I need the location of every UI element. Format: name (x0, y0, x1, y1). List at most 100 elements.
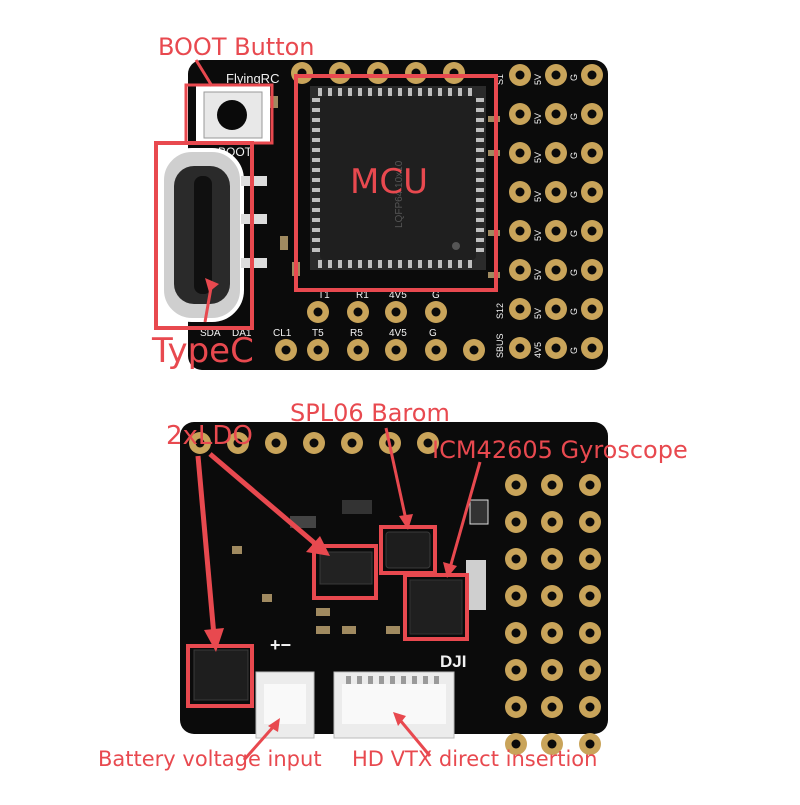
pad-hole (547, 702, 557, 712)
pad (505, 733, 527, 755)
pad-hole (587, 148, 597, 158)
pad (443, 62, 465, 84)
pad (189, 432, 211, 454)
pad-hole (547, 591, 557, 601)
mcu-pin (328, 260, 332, 268)
mcu-pin (448, 260, 452, 268)
pad-hole (423, 438, 433, 448)
mcu-pin (348, 260, 352, 268)
typec-arrow (203, 278, 219, 323)
silk-bottom-label: T1 (318, 290, 330, 301)
top-board-pads (275, 62, 603, 361)
pad-hole (585, 591, 595, 601)
pad (509, 103, 531, 125)
mcu-pin (312, 208, 320, 212)
vtx-pin (346, 676, 351, 684)
pad (541, 474, 563, 496)
pad-hole (551, 304, 561, 314)
pad-hole (511, 739, 521, 749)
mcu-pin (418, 260, 422, 268)
pad-hole (511, 591, 521, 601)
mcu-pin (312, 108, 320, 112)
silk-polarity: +− (270, 635, 291, 655)
silk-row-label: 5V (533, 113, 543, 124)
mcu-pin (458, 260, 462, 268)
pad-hole (547, 665, 557, 675)
mcu-pin (408, 260, 412, 268)
silk-row-label: 5V (533, 308, 543, 319)
mcu-pin (398, 88, 402, 96)
pad-hole (587, 265, 597, 275)
pad (581, 103, 603, 125)
pad (505, 548, 527, 570)
pad (505, 659, 527, 681)
mcu-pin (476, 248, 484, 252)
pad (545, 220, 567, 242)
mcu-pin (476, 198, 484, 202)
silk-row-label: G (569, 308, 579, 315)
gyro-chip (409, 579, 463, 635)
baro-chip (385, 531, 431, 569)
mcu-pin (312, 148, 320, 152)
pad (581, 220, 603, 242)
ldo-arrows (195, 452, 330, 652)
pad (405, 62, 427, 84)
pad (505, 622, 527, 644)
pad (581, 259, 603, 281)
pad (385, 339, 407, 361)
chip-marking: LQFP64 10x10 (394, 160, 405, 228)
silk-dji: DJI (440, 652, 466, 671)
ldo-highlight-box-upper (312, 544, 378, 600)
vtx-pin (434, 676, 439, 684)
battery-label: Battery voltage input (98, 747, 322, 771)
mcu-pin (388, 88, 392, 96)
vtx-pin (423, 676, 428, 684)
silk-row-label: G (569, 152, 579, 159)
pad (579, 474, 601, 496)
pad (307, 339, 329, 361)
ldo-highlight-box-lower (186, 644, 254, 708)
pad (579, 696, 601, 718)
pad (505, 511, 527, 533)
mcu-pin (476, 118, 484, 122)
boot-arrow (194, 59, 214, 87)
silk-side-label: SDA (200, 328, 221, 339)
pad (341, 432, 363, 454)
pad (545, 298, 567, 320)
pad-hole (511, 702, 521, 712)
pad-hole (313, 345, 323, 355)
mcu-pin (408, 88, 412, 96)
pad (581, 142, 603, 164)
silk-row-label: 5V (533, 269, 543, 280)
mcu-pin (476, 228, 484, 232)
pad-hole (515, 70, 525, 80)
pad (347, 301, 369, 323)
silk-bottom-label: R1 (356, 290, 369, 301)
pad (509, 220, 531, 242)
silk-bottom-label: 4V5 (389, 328, 407, 339)
mcu-highlight-box (294, 74, 498, 292)
mcu-pin (338, 88, 342, 96)
pad-hole (587, 304, 597, 314)
silk-row-label: G (569, 347, 579, 354)
silk-brand: FlyingRC (226, 71, 279, 86)
top-board: FlyingRC BOOT LQFP64 10x10 (154, 59, 608, 370)
pad-hole (347, 438, 357, 448)
vtx-pin (368, 676, 373, 684)
pad (545, 142, 567, 164)
pad (541, 733, 563, 755)
pad-hole (195, 438, 205, 448)
mcu-pin (428, 88, 432, 96)
pad (329, 62, 351, 84)
mcu-pin (448, 88, 452, 96)
pad-hole (469, 345, 479, 355)
pad (275, 339, 297, 361)
mcu-pin (312, 178, 320, 182)
pad (541, 622, 563, 644)
mcu-pin (312, 188, 320, 192)
silk-row-label: G (569, 269, 579, 276)
pad-hole (547, 554, 557, 564)
mcu-pin (328, 88, 332, 96)
pad (545, 337, 567, 359)
